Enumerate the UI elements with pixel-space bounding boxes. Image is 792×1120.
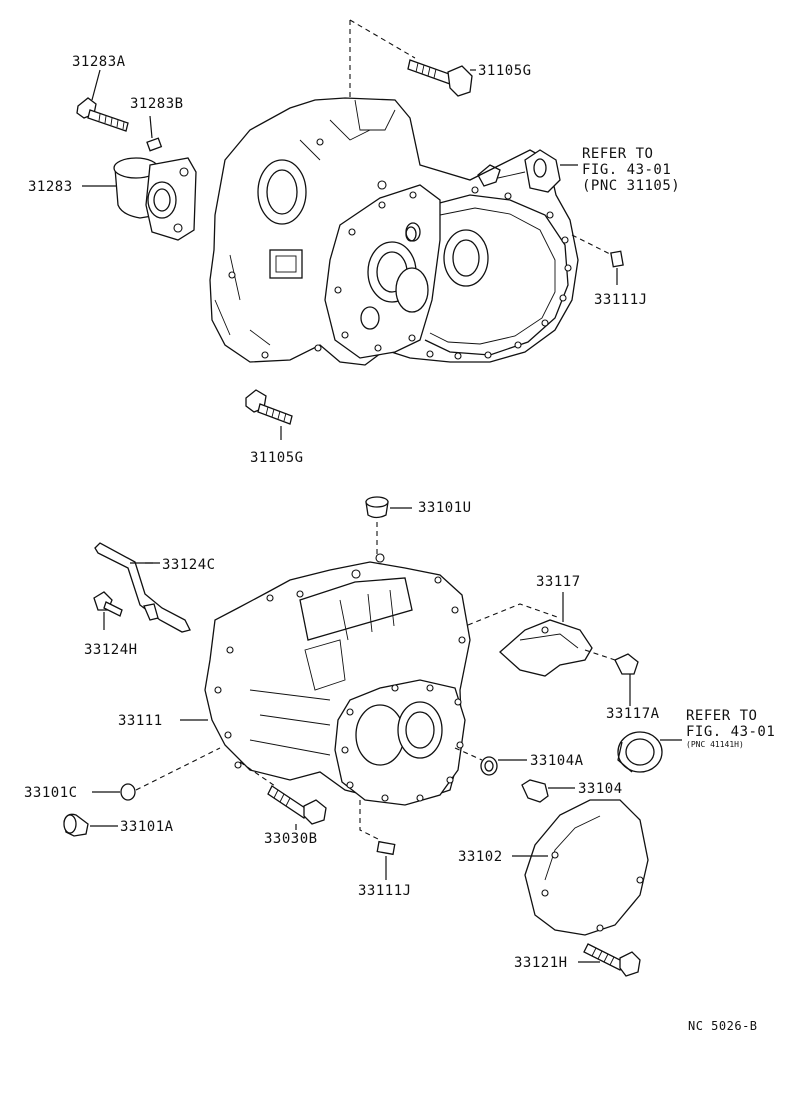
bolt-33121H — [578, 943, 641, 977]
label-33030B: 33030B — [264, 831, 318, 847]
refer-bracket-top — [477, 149, 578, 193]
bolt-31105G-bottom — [245, 389, 293, 440]
label-refer-top-line1: REFER TO — [582, 146, 653, 162]
label-33102: 33102 — [458, 849, 503, 865]
label-33117A: 33117A — [606, 706, 660, 722]
label-refer-mid-line1: REFER TO — [686, 708, 757, 724]
bolt-33030B — [239, 761, 327, 830]
transaxle-housing — [209, 97, 579, 366]
label-33121H: 33121H — [514, 955, 568, 971]
label-31283: 31283 — [28, 179, 73, 195]
gasket-33104A — [454, 747, 527, 776]
bolt-31105G-top — [407, 59, 476, 97]
label-31283A: 31283A — [72, 54, 126, 70]
pin-31283B — [146, 115, 163, 152]
label-33111: 33111 — [118, 713, 163, 729]
label-refer-mid-line3: (PNC 41141H) — [686, 740, 744, 749]
bolt-31283A — [76, 97, 129, 132]
label-33104: 33104 — [578, 781, 623, 797]
label-31105G-top: 31105G — [478, 63, 532, 79]
plate-33117 — [467, 592, 616, 677]
plug-33101A — [63, 813, 118, 837]
label-33101U: 33101U — [418, 500, 472, 516]
label-33117: 33117 — [536, 574, 581, 590]
label-33101C: 33101C — [24, 785, 78, 801]
label-33111J-top: 33111J — [594, 292, 648, 308]
leader-31283A — [91, 69, 101, 101]
label-refer-top-line3: (PNC 31105) — [582, 178, 680, 194]
transmission-case — [204, 553, 471, 806]
dowel-33111J-bottom — [359, 800, 396, 880]
dowel-33111J-top — [571, 234, 624, 285]
label-33124H: 33124H — [84, 642, 138, 658]
bolt-33124H — [93, 591, 123, 630]
guide-31283 — [113, 157, 197, 241]
bolt-33117A — [614, 653, 639, 706]
leader-31105G-top — [349, 19, 416, 100]
cover-33102 — [512, 799, 649, 936]
label-31283B: 31283B — [130, 96, 184, 112]
label-33111J-bottom: 33111J — [358, 883, 412, 899]
figure-code: NC 5026-B — [688, 1019, 758, 1033]
label-33101A: 33101A — [120, 819, 174, 835]
label-refer-mid-line2: FIG. 43-01 — [686, 724, 775, 740]
oil-seal-referenced — [617, 731, 682, 773]
washer-33101C — [92, 747, 221, 801]
label-33104A: 33104A — [530, 753, 584, 769]
label-31105G-bottom: 31105G — [250, 450, 304, 466]
plug-33101U — [365, 496, 412, 555]
label-refer-top-line2: FIG. 43-01 — [582, 162, 671, 178]
label-33124C: 33124C — [162, 557, 216, 573]
plug-33104 — [521, 779, 575, 803]
